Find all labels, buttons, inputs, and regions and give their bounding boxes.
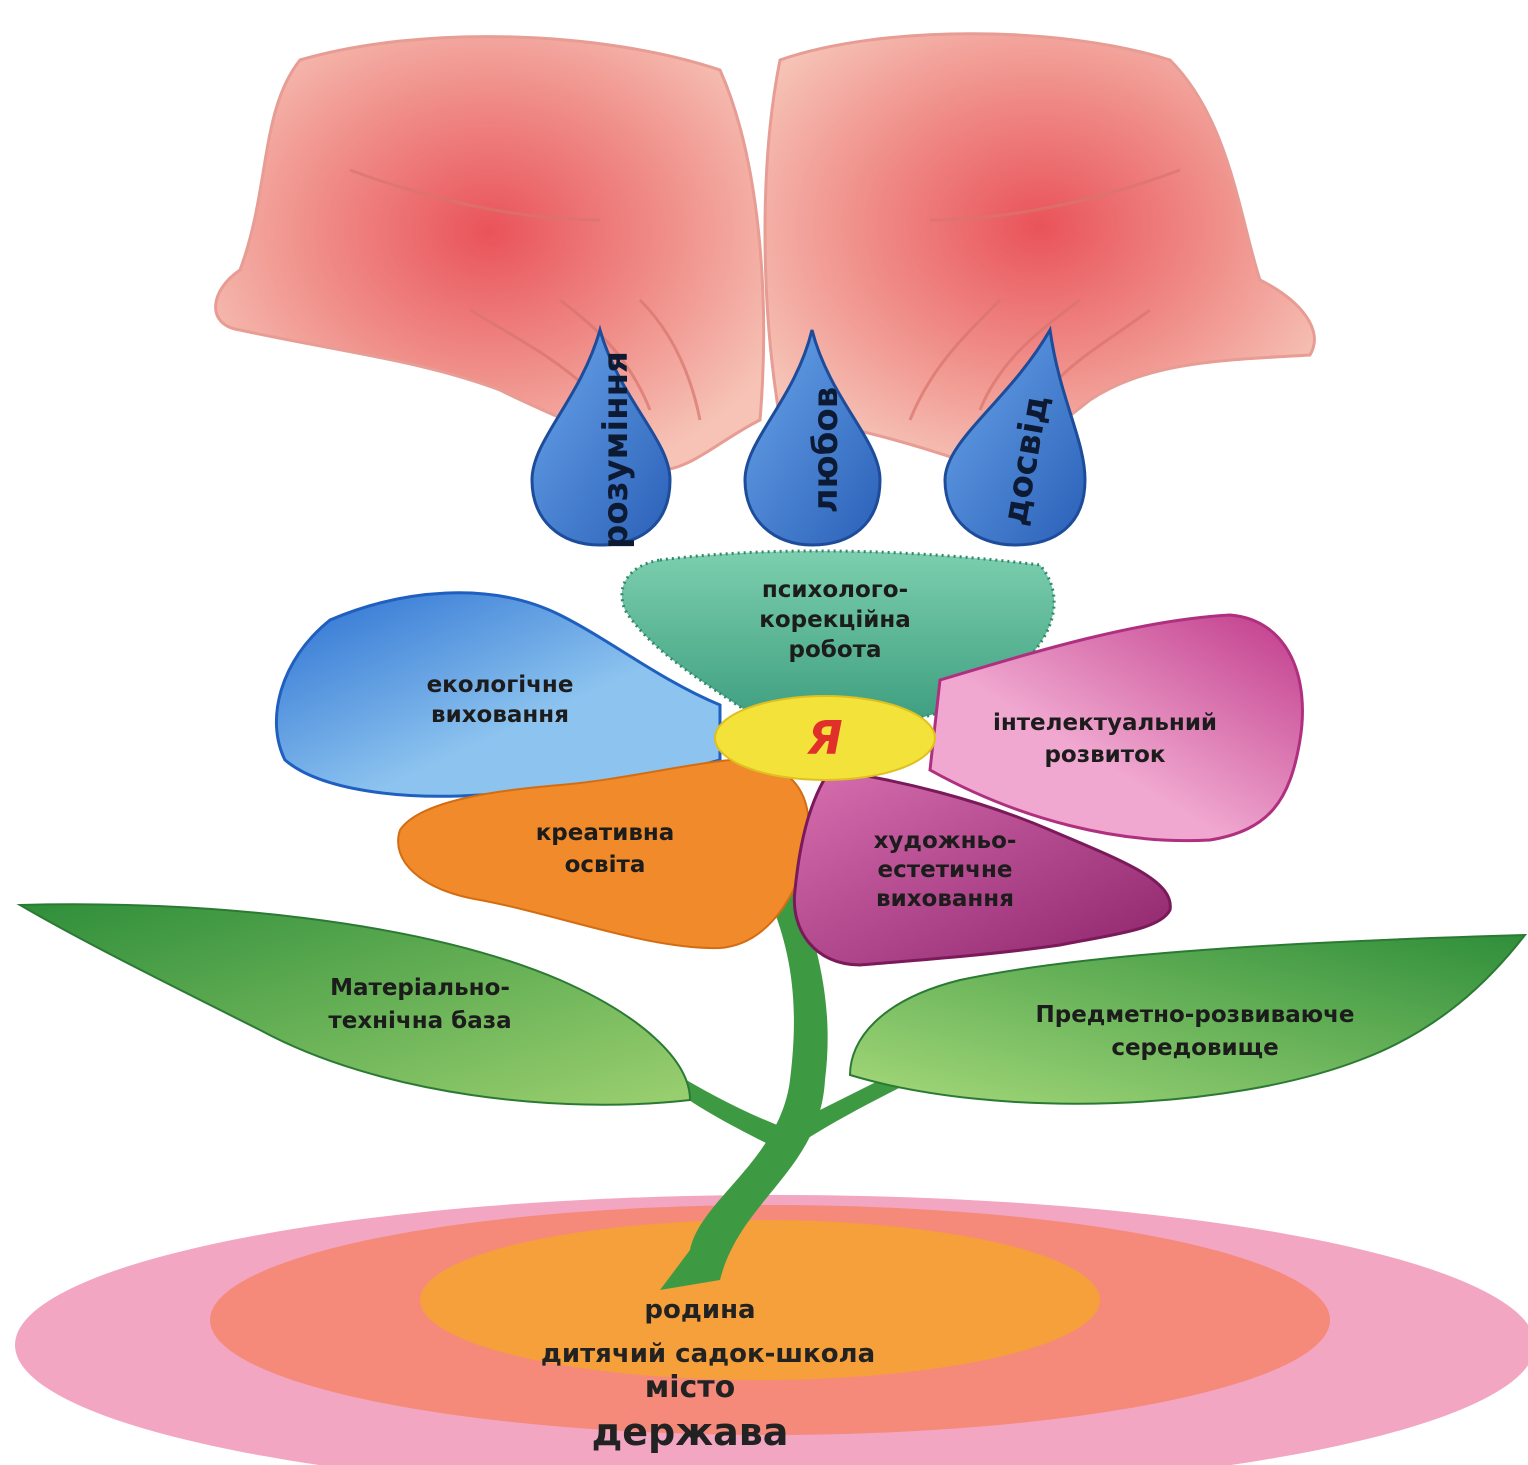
petal-bottom-left: креативна освіта — [397, 758, 810, 950]
soil-label-kindergarten-school: дитячий садок-школа — [541, 1339, 875, 1369]
petal-bottom-right-label-line1: художньо- — [874, 828, 1017, 854]
petal-right: інтелектуальний розвиток — [928, 613, 1304, 843]
petal-top-label-line2: корекційна — [759, 607, 911, 633]
petal-right-label-line2: розвиток — [1044, 742, 1165, 768]
leaf-left-label-line1: Матеріально- — [330, 975, 510, 1001]
flower: психолого- корекційна робота екологічне … — [274, 549, 1304, 967]
left-branch — [660, 1070, 790, 1150]
soil-label-family: родина — [644, 1295, 755, 1325]
leaf-left: Матеріально- технічна база — [16, 903, 692, 1106]
petal-top-label-line3: робота — [789, 637, 882, 663]
petal-bottom-right-label-line2: естетичне — [878, 857, 1013, 883]
petal-left-label-line2: виховання — [431, 702, 569, 728]
petal-bottom-right: художньо- естетичне виховання — [792, 768, 1172, 967]
leaf-right: Предметно-розвиваюче середовище — [848, 933, 1528, 1105]
petal-bottom-right-label-line3: виховання — [876, 886, 1014, 912]
petal-left-label-line1: екологічне — [427, 672, 574, 698]
soil: родина дитячий садок-школа місто держава — [15, 1195, 1528, 1465]
drop-label-love: любов — [806, 387, 846, 514]
leaf-right-label-line1: Предметно-розвиваюче — [1036, 1002, 1355, 1028]
petal-right-label-line1: інтелектуальний — [993, 710, 1217, 736]
drop-love: любов — [743, 329, 882, 547]
drop-understanding: розуміння — [530, 324, 672, 549]
soil-label-city: місто — [645, 1370, 736, 1405]
left-hand — [214, 35, 766, 472]
stem — [660, 880, 828, 1290]
flower-center: Я — [714, 695, 936, 781]
leaf-right-label-line2: середовище — [1111, 1035, 1278, 1061]
petal-bottom-left-label-line2: освіта — [565, 852, 646, 878]
cupped-hands — [214, 32, 1316, 472]
petal-bottom-left-label-line1: креативна — [536, 820, 675, 846]
drops: розуміння любов досвід — [530, 324, 1087, 549]
drop-experience: досвід — [943, 325, 1087, 547]
soil-label-state: держава — [592, 1410, 789, 1454]
drop-label-understanding: розуміння — [596, 351, 636, 549]
leaf-left-label-line2: технічна база — [328, 1008, 511, 1034]
center-label: Я — [806, 711, 842, 765]
petal-top-label-line1: психолого- — [762, 577, 908, 603]
soil-inner-ring — [420, 1220, 1100, 1380]
